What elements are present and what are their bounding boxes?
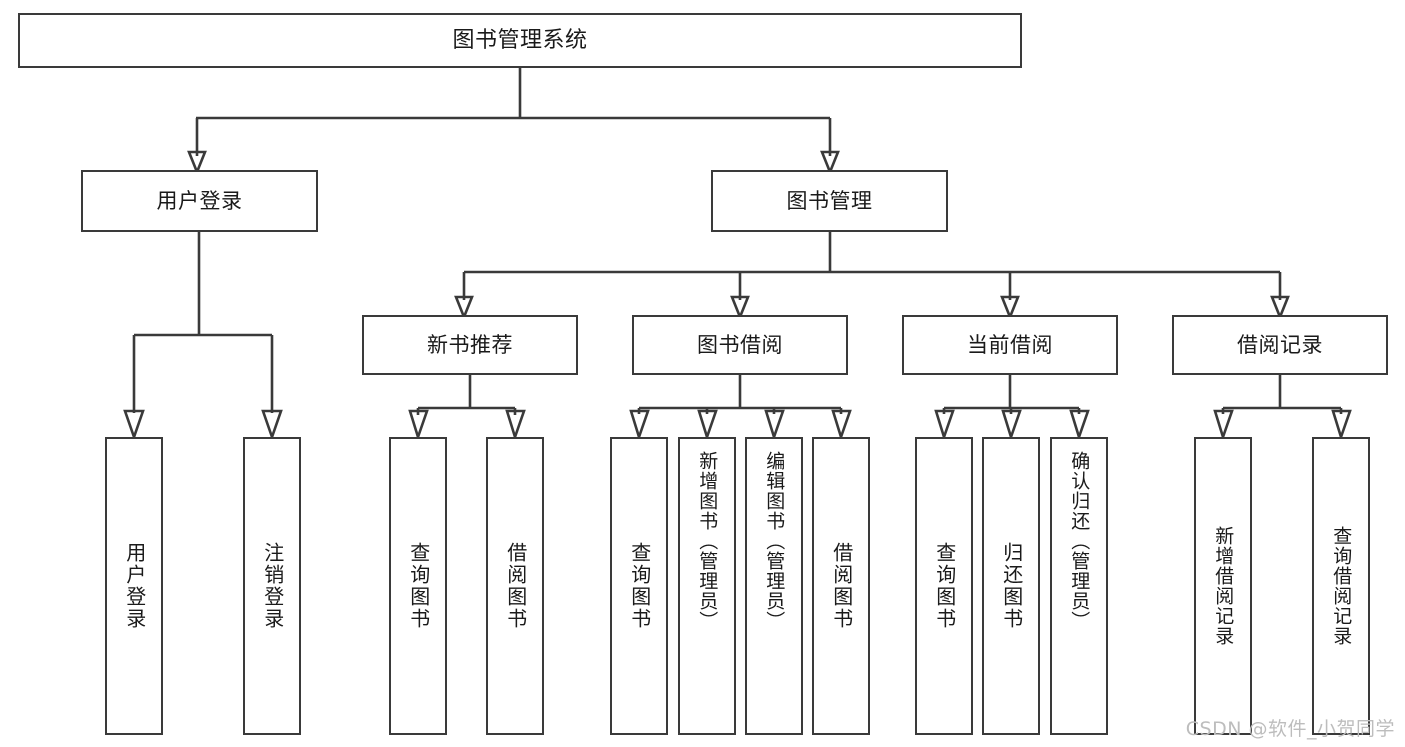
node-label: 查询图书: [406, 542, 431, 630]
node-label: 新增借阅记录: [1212, 526, 1235, 646]
node-label: 用户登录: [156, 188, 243, 213]
node-leaf-query-borrow-record[interactable]: 查询借阅记录: [1312, 437, 1370, 735]
node-label: 查询图书: [627, 542, 652, 630]
node-leaf-add-borrow-record[interactable]: 新增借阅记录: [1194, 437, 1252, 735]
node-label: 当前借阅: [967, 332, 1053, 357]
node-label: 编辑图书（管理员）: [763, 451, 786, 631]
node-leaf-add-book-admin[interactable]: 新增图书（管理员）: [678, 437, 736, 735]
node-leaf-borrow-book-recommend[interactable]: 借阅图书: [486, 437, 544, 735]
node-label: 归还图书: [999, 542, 1024, 630]
node-book-management[interactable]: 图书管理: [711, 170, 948, 232]
node-label: 用户登录: [122, 542, 147, 630]
watermark: CSDN @软件_小贺同学: [1185, 718, 1395, 740]
node-current-borrow[interactable]: 当前借阅: [902, 315, 1118, 375]
node-leaf-query-book-borrow[interactable]: 查询图书: [610, 437, 668, 735]
node-label: 查询借阅记录: [1330, 526, 1353, 646]
node-root-book-management-system[interactable]: 图书管理系统: [18, 13, 1022, 68]
node-leaf-user-login[interactable]: 用户登录: [105, 437, 163, 735]
node-leaf-query-book-current[interactable]: 查询图书: [915, 437, 973, 735]
node-label: 查询图书: [932, 542, 957, 630]
node-label: 确认归还（管理员）: [1068, 451, 1091, 631]
node-label: 图书借阅: [697, 332, 783, 357]
node-user-login[interactable]: 用户登录: [81, 170, 318, 232]
node-label: 新增图书（管理员）: [696, 451, 719, 631]
node-leaf-return-book[interactable]: 归还图书: [982, 437, 1040, 735]
node-label: 借阅记录: [1237, 332, 1323, 357]
node-leaf-borrow-book[interactable]: 借阅图书: [812, 437, 870, 735]
node-label: 注销登录: [260, 542, 285, 630]
node-label: 图书管理: [786, 188, 873, 213]
node-label: 新书推荐: [427, 332, 513, 357]
node-label: 借阅图书: [829, 542, 854, 630]
node-new-book-recommend[interactable]: 新书推荐: [362, 315, 578, 375]
node-book-borrow[interactable]: 图书借阅: [632, 315, 848, 375]
node-label: 借阅图书: [503, 542, 528, 630]
node-leaf-edit-book-admin[interactable]: 编辑图书（管理员）: [745, 437, 803, 735]
node-leaf-query-book-recommend[interactable]: 查询图书: [389, 437, 447, 735]
node-leaf-logout[interactable]: 注销登录: [243, 437, 301, 735]
node-leaf-confirm-return-admin[interactable]: 确认归还（管理员）: [1050, 437, 1108, 735]
node-label: 图书管理系统: [452, 27, 588, 53]
node-borrow-records[interactable]: 借阅记录: [1172, 315, 1388, 375]
